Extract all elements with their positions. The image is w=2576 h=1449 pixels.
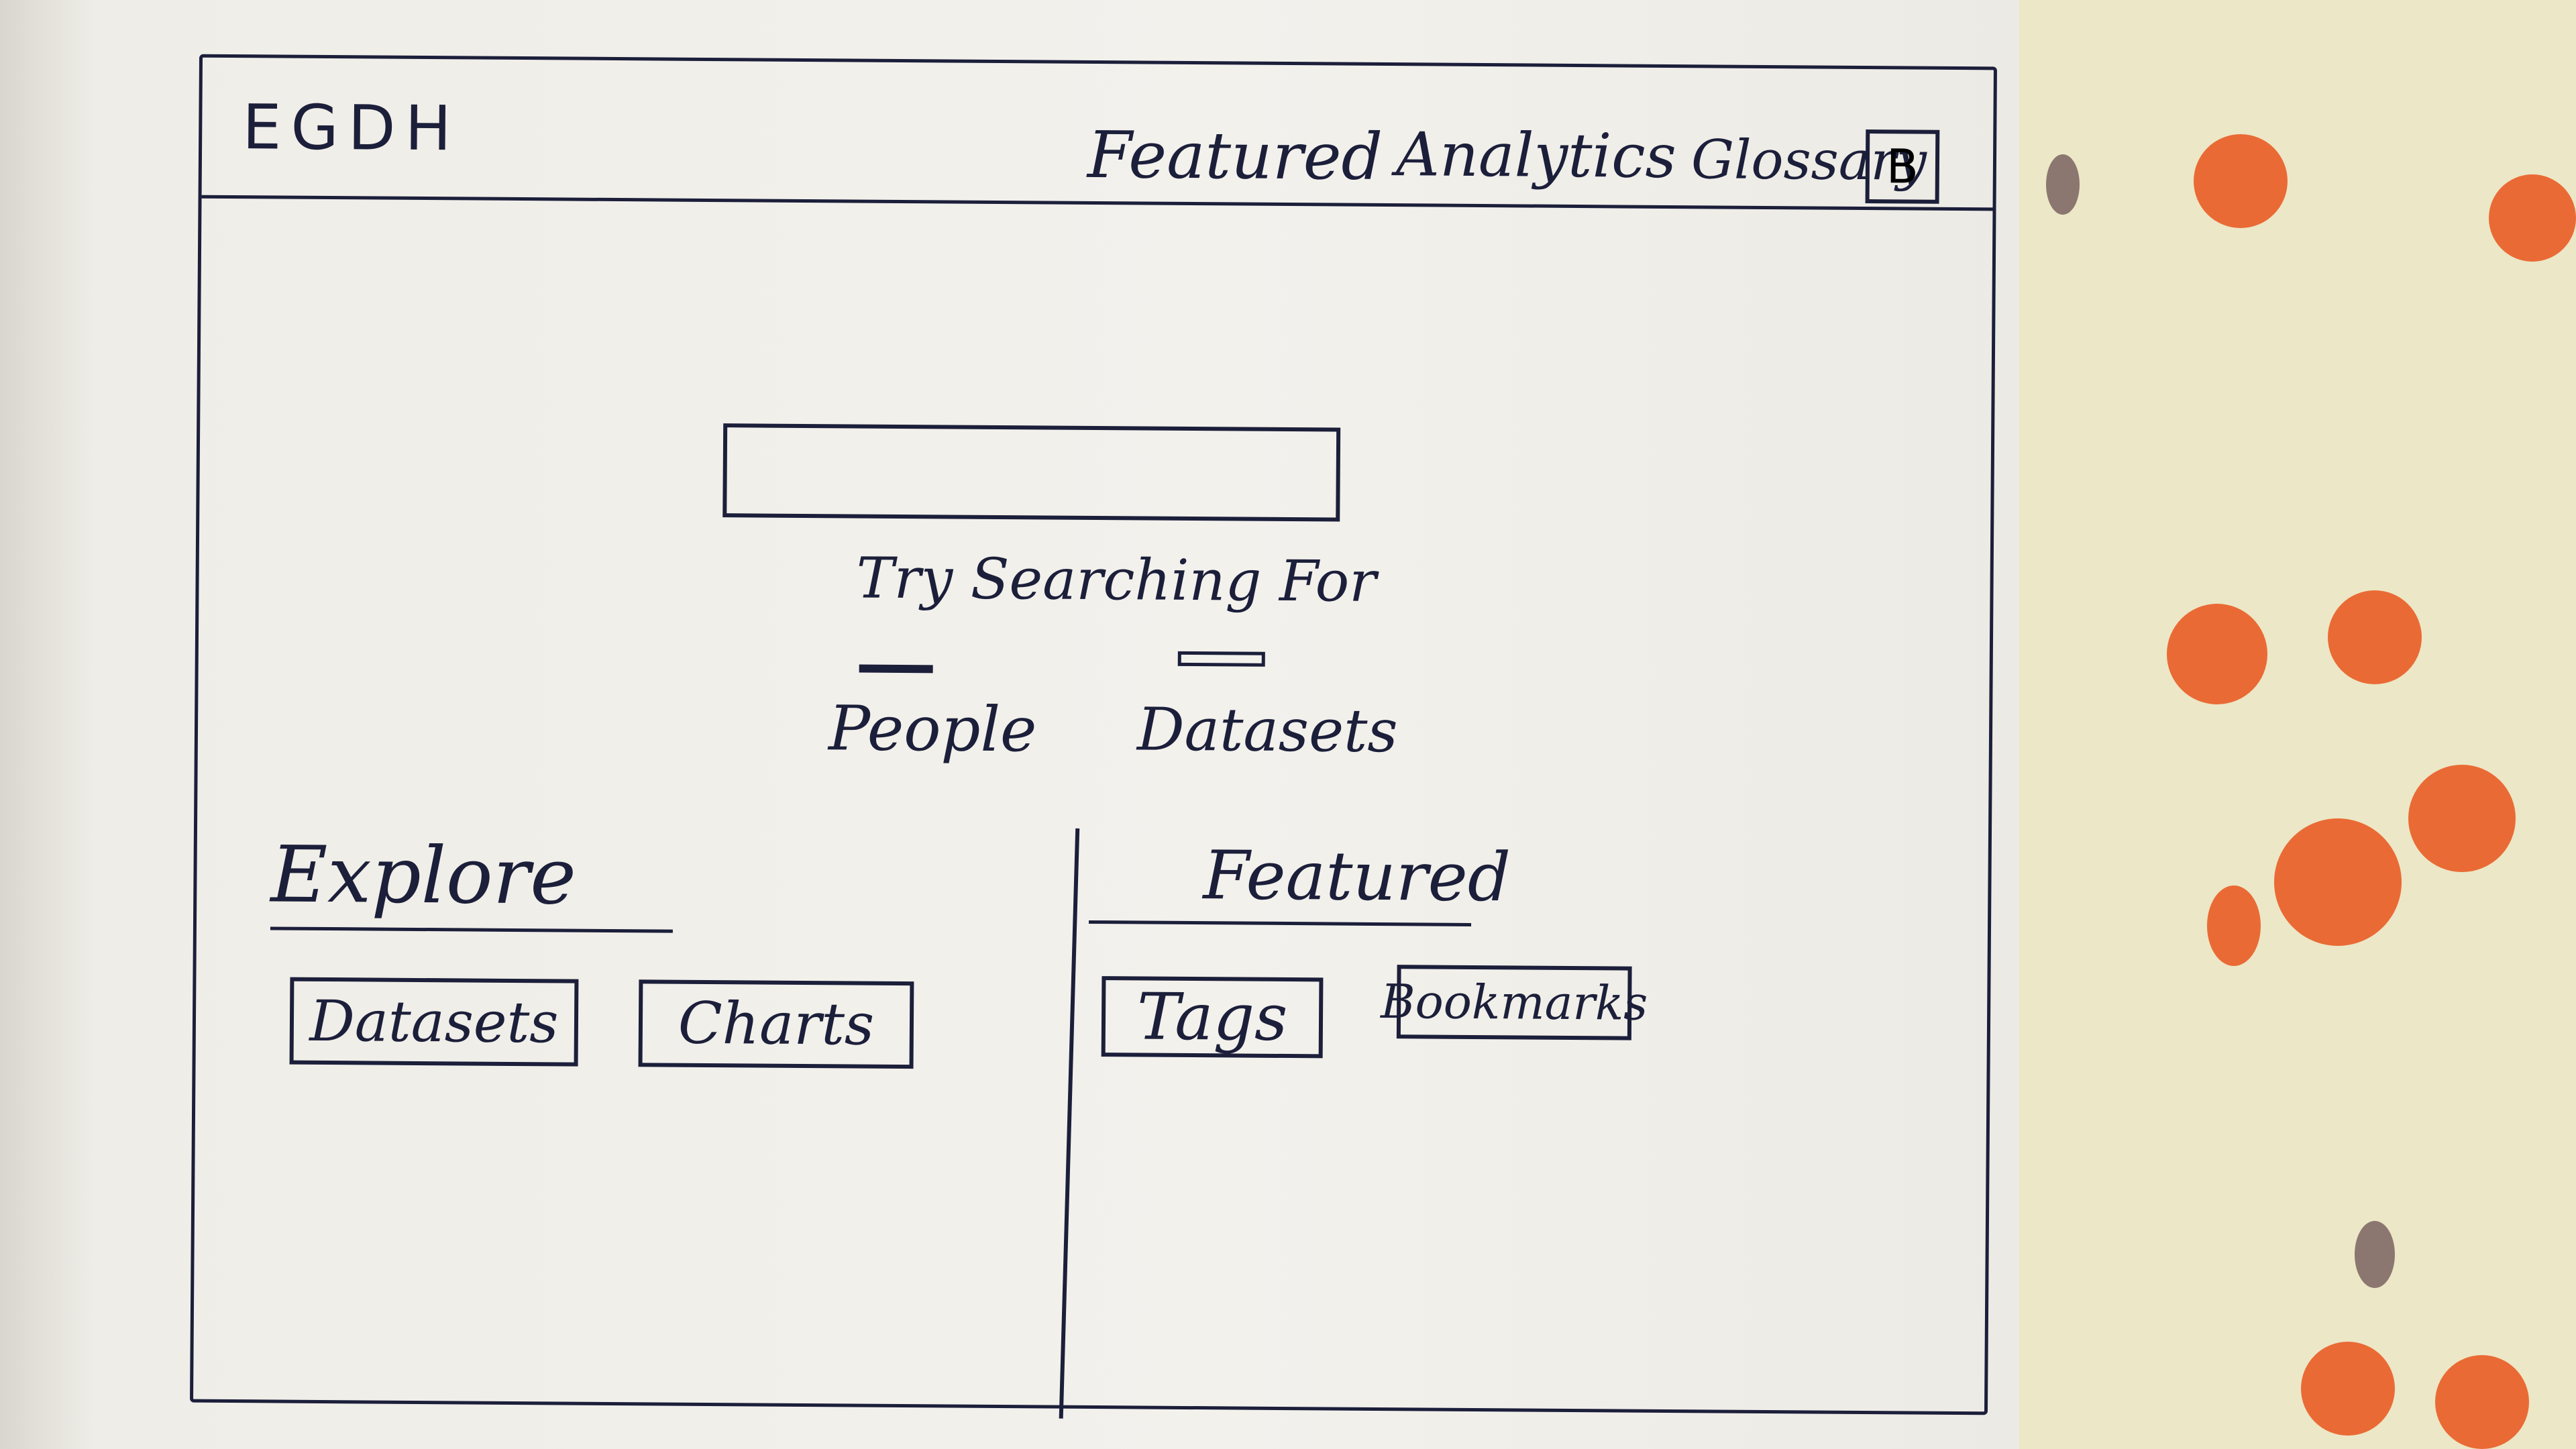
app-logo[interactable]: EGDH: [241, 91, 462, 165]
user-avatar-button[interactable]: B: [1865, 129, 1940, 204]
paper-background: [0, 0, 2053, 1449]
flower-decoration: [2207, 885, 2261, 966]
flower-decoration: [2489, 174, 2576, 262]
explore-section-title: Explore: [270, 829, 674, 933]
flower-decoration: [2194, 134, 2288, 228]
nav-link-analytics[interactable]: Analytics: [1395, 119, 1677, 193]
featured-bookmarks-button[interactable]: Bookmarks: [1381, 965, 1648, 1040]
featured-section-title: Featured: [1089, 835, 1511, 926]
suggestion-people-link[interactable]: People: [828, 692, 1037, 766]
app-window: EGDH Featured Analytics Glossary B Try S…: [190, 54, 1997, 1419]
nav-link-featured[interactable]: Featured: [1087, 117, 1383, 195]
search-input[interactable]: [722, 423, 1341, 522]
flower-decoration: [2408, 765, 2516, 872]
leaf-decoration: [2046, 154, 2080, 215]
flower-decoration: [2274, 818, 2402, 946]
explore-datasets-button[interactable]: Datasets: [289, 977, 579, 1067]
fabric-background: [2019, 0, 2576, 1449]
leaf-decoration: [2355, 1221, 2395, 1288]
explore-charts-button[interactable]: Charts: [638, 979, 914, 1069]
section-divider: [1059, 828, 1080, 1419]
flower-decoration: [2328, 590, 2422, 684]
suggestion-datasets-icon: [1177, 651, 1265, 667]
flower-decoration: [2167, 604, 2267, 704]
flower-decoration: [2435, 1355, 2529, 1449]
featured-tags-button[interactable]: Tags: [1101, 976, 1324, 1059]
search-hint: Try Searching For: [856, 545, 1377, 614]
avatar-initial: B: [1886, 139, 1919, 195]
top-nav-bar: EGDH Featured Analytics Glossary B: [201, 57, 1994, 211]
flower-decoration: [2301, 1342, 2395, 1436]
suggestion-people-icon: [859, 664, 933, 674]
suggestion-datasets-link[interactable]: Datasets: [1136, 694, 1399, 766]
